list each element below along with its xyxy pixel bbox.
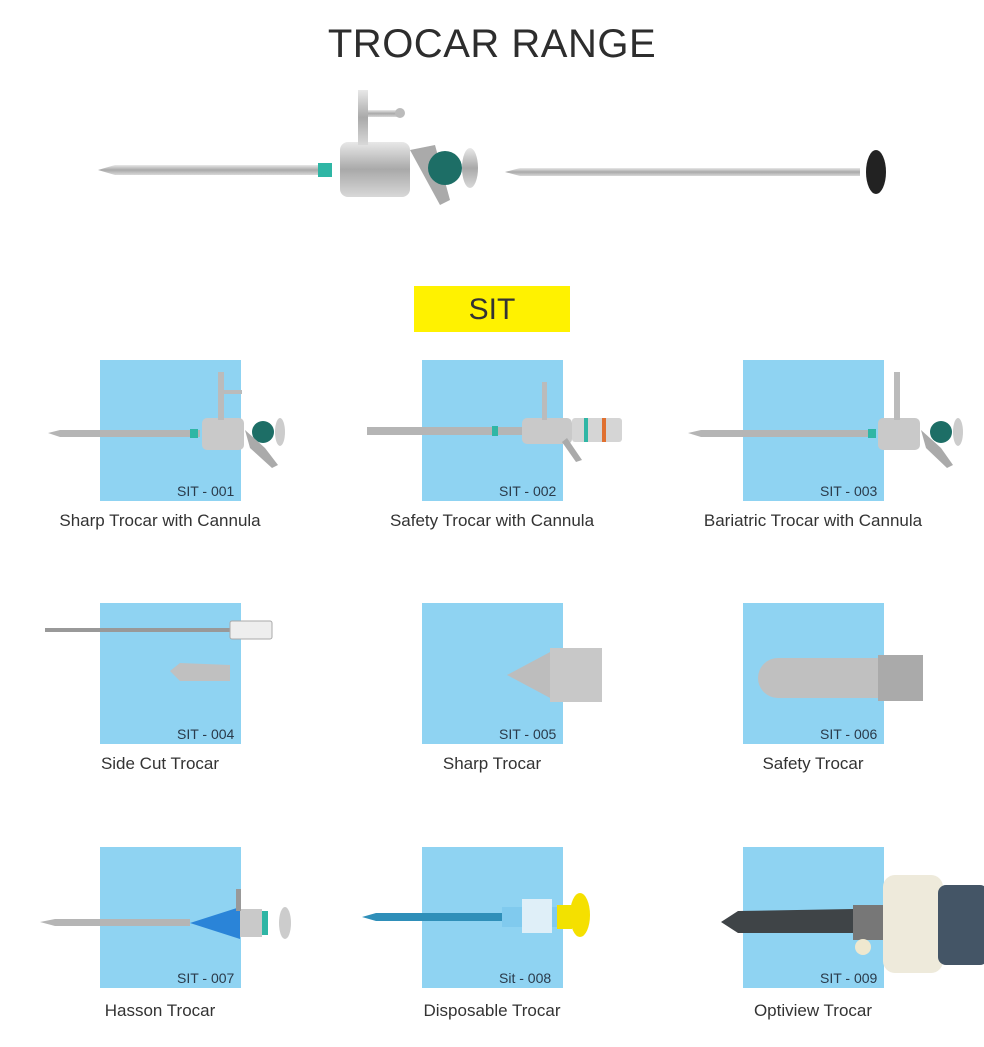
product-card: SIT - 004 Side Cut Trocar: [40, 603, 360, 803]
product-name: Sharp Trocar: [442, 754, 542, 773]
safety-tip-icon: [758, 655, 923, 701]
product-name: Safety Trocar: [762, 754, 864, 773]
product-code: SIT - 007: [177, 970, 235, 986]
product-card: SIT - 005 Sharp Trocar: [362, 603, 682, 803]
product-card: SIT - 002 Safety Trocar with Cannula: [362, 360, 682, 560]
section-badge: SIT: [414, 286, 570, 332]
product-code: SIT - 004: [177, 726, 235, 742]
hasson-trocar-icon: [40, 889, 291, 939]
product-name: Sharp Trocar with Cannula: [59, 511, 261, 530]
product-card: SIT - 009 Optiview Trocar: [683, 847, 984, 1047]
product-name: Side Cut Trocar: [100, 754, 220, 773]
product-name: Optiview Trocar: [753, 1001, 873, 1020]
product-code: SIT - 006: [820, 726, 878, 742]
product-card: SIT - 007 Hasson Trocar: [40, 847, 360, 1047]
trocar-cannula-icon: [48, 372, 285, 468]
product-code: SIT - 002: [499, 483, 557, 499]
product-card: Sit - 008 Disposable Trocar: [362, 847, 682, 1047]
product-name: Bariatric Trocar with Cannula: [703, 511, 923, 530]
product-code: SIT - 001: [177, 483, 235, 499]
product-code: SIT - 005: [499, 726, 557, 742]
side-cut-trocar-icon: [45, 620, 273, 681]
product-name: Disposable Trocar: [423, 1001, 561, 1020]
optiview-trocar-icon: [721, 875, 984, 973]
product-code: Sit - 008: [499, 970, 552, 986]
sharp-tip-icon: [507, 648, 602, 702]
product-name: Hasson Trocar: [104, 1001, 216, 1020]
disposable-trocar-icon: [362, 893, 590, 937]
product-card: SIT - 003 Bariatric Trocar with Cannula: [683, 360, 984, 560]
trocar-hero-image: [98, 90, 886, 205]
product-name: Safety Trocar with Cannula: [389, 511, 595, 530]
product-code: SIT - 009: [820, 970, 878, 986]
safety-trocar-cannula-icon: [367, 382, 622, 462]
bariatric-trocar-icon: [688, 372, 963, 468]
product-code: SIT - 003: [820, 483, 878, 499]
product-card: SIT - 001 Sharp Trocar with Cannula: [40, 360, 360, 560]
product-card: SIT - 006 Safety Trocar: [683, 603, 984, 803]
page-title: TROCAR RANGE: [327, 22, 657, 66]
